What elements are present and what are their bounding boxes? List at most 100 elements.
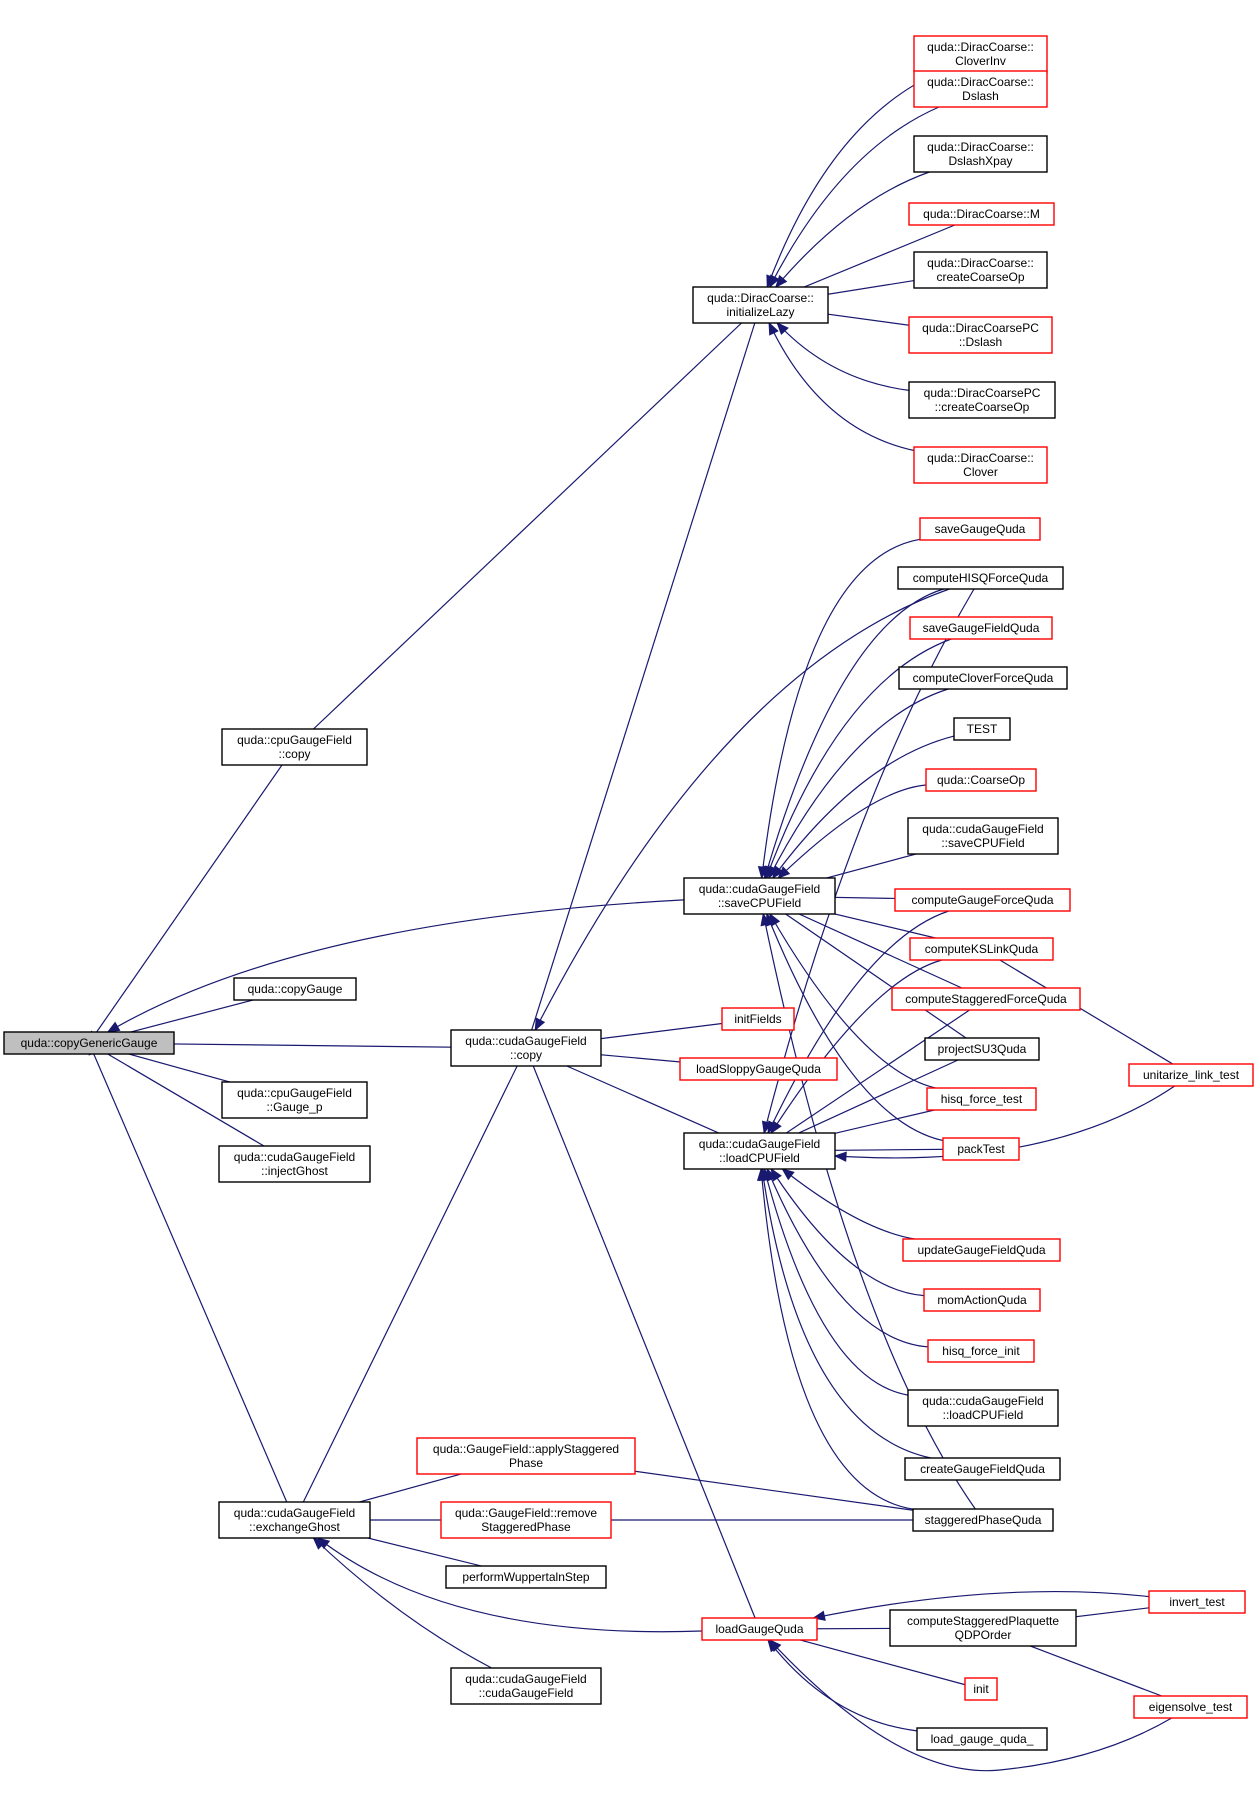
node-label: quda::cpuGaugeField	[237, 733, 352, 747]
node-label: updateGaugeFieldQuda	[917, 1243, 1045, 1257]
node-box	[919, 517, 1041, 541]
edge-line	[88, 1042, 295, 1165]
node-coarseOp[interactable]: quda::CoarseOp	[925, 768, 1037, 792]
node-loadCPU2[interactable]: quda::cudaGaugeField::loadCPUField	[907, 1389, 1059, 1427]
edge-line	[763, 1168, 909, 1396]
node-label: quda::copyGauge	[248, 982, 343, 996]
node-box	[450, 1029, 602, 1067]
node-box	[1128, 1063, 1254, 1087]
node-cloverForce[interactable]: computeCloverForceQuda	[898, 666, 1068, 690]
node-momAction[interactable]: momActionQuda	[923, 1288, 1041, 1312]
node-label: staggeredPhaseQuda	[925, 1513, 1042, 1527]
node-label: computeHISQForceQuda	[913, 571, 1049, 585]
node-label: ::loadCPUField	[719, 1151, 800, 1165]
node-createGaugeField[interactable]: createGaugeFieldQuda	[904, 1457, 1061, 1481]
node-box	[692, 286, 829, 324]
node-hisqForce[interactable]: computeHISQForceQuda	[897, 566, 1064, 590]
node-packTest[interactable]: packTest	[942, 1137, 1020, 1161]
node-label: unitarize_link_test	[1143, 1068, 1240, 1082]
node-pcDslash[interactable]: quda::DiracCoarsePC::Dslash	[908, 316, 1053, 354]
node-cpuGaugeP[interactable]: quda::cpuGaugeField::Gauge_p	[221, 1081, 368, 1119]
node-box	[909, 937, 1054, 961]
node-box	[440, 1501, 612, 1539]
arrowhead	[534, 1017, 546, 1032]
edge-line	[769, 1639, 1173, 1772]
node-box	[908, 202, 1055, 226]
node-createCoarseOp[interactable]: quda::DiracCoarse::createCoarseOp	[913, 251, 1048, 289]
node-wuppertal[interactable]: performWuppertalnStep	[445, 1565, 607, 1589]
edge-line	[293, 1047, 527, 1521]
node-box	[450, 1667, 602, 1705]
node-clover[interactable]: quda::DiracCoarse::Clover	[913, 446, 1048, 484]
node-saveGaugeQuda[interactable]: saveGaugeQuda	[919, 517, 1041, 541]
node-box	[894, 888, 1071, 912]
node-saveCPUField[interactable]: quda::cudaGaugeField::saveCPUField	[683, 877, 836, 915]
arrowhead	[777, 866, 791, 879]
node-box	[1133, 1695, 1248, 1719]
node-label: computeStaggeredForceQuda	[905, 992, 1067, 1006]
node-ksLink[interactable]: computeKSLinkQuda	[909, 937, 1054, 961]
edge-line	[775, 171, 930, 288]
node-hisqInit[interactable]: hisq_force_init	[927, 1339, 1035, 1363]
node-box	[221, 728, 368, 766]
node-eigensolve[interactable]: eigensolve_test	[1133, 1695, 1248, 1719]
node-initFields[interactable]: initFields	[721, 1007, 795, 1031]
edge-line	[294, 304, 761, 748]
node-box	[913, 135, 1048, 173]
node-initializeLazy[interactable]: quda::DiracCoarse::initializeLazy	[692, 286, 829, 324]
node-saveGaugeFieldQuda[interactable]: saveGaugeFieldQuda	[909, 616, 1053, 640]
node-pcCreate[interactable]: quda::DiracCoarsePC::createCoarseOp	[908, 381, 1056, 419]
node-invertTest[interactable]: invert_test	[1148, 1590, 1246, 1614]
node-stagForce[interactable]: computeStaggeredForceQuda	[891, 987, 1081, 1011]
node-hisqTest[interactable]: hisq_force_test	[926, 1087, 1037, 1111]
node-unitarize[interactable]: unitarize_link_test	[1128, 1063, 1254, 1087]
node-copyGenericGauge[interactable]: quda::copyGenericGauge	[3, 1031, 175, 1055]
node-loadGauge_[interactable]: load_gauge_quda_	[916, 1727, 1048, 1751]
node-box	[218, 1145, 371, 1183]
edge-initializeLazy-dslash	[769, 106, 940, 289]
edge-loadCPUField-loadCPU2	[762, 1167, 909, 1396]
node-cpuCopy[interactable]: quda::cpuGaugeField::copy	[221, 728, 368, 766]
node-dslash[interactable]: quda::DiracCoarse::Dslash	[913, 70, 1048, 108]
node-loadSloppy[interactable]: loadSloppyGaugeQuda	[679, 1057, 838, 1081]
edge-line	[525, 304, 762, 1049]
node-updateGauge[interactable]: updateGaugeFieldQuda	[902, 1238, 1061, 1262]
node-cudaCtor[interactable]: quda::cudaGaugeField::cudaGaugeField	[450, 1667, 602, 1705]
node-saveCPU2[interactable]: quda::cudaGaugeField::saveCPUField	[907, 817, 1059, 855]
edge-line	[767, 1639, 918, 1732]
node-cudaCopy[interactable]: quda::cudaGaugeField::copy	[450, 1029, 602, 1067]
node-label: hisq_force_test	[941, 1092, 1023, 1106]
node-box	[902, 1238, 1061, 1262]
node-projectSU3[interactable]: projectSU3Quda	[924, 1037, 1040, 1061]
node-label: projectSU3Quda	[938, 1042, 1027, 1056]
edge-copyGenericGauge-saveCPUField	[106, 899, 685, 1033]
edge-loadCPUField-stagPhase	[756, 1167, 914, 1510]
node-exchangeGhost[interactable]: quda::cudaGaugeField::exchangeGhost	[218, 1501, 371, 1539]
node-box	[926, 1087, 1037, 1111]
node-label: load_gauge_quda_	[931, 1732, 1034, 1746]
arrowhead	[770, 1120, 782, 1135]
node-init[interactable]: init	[964, 1677, 998, 1701]
edge-line	[761, 1168, 932, 1459]
node-stagPhase[interactable]: staggeredPhaseQuda	[912, 1508, 1054, 1532]
node-test[interactable]: TEST	[953, 717, 1011, 741]
nodes-layer: quda::copyGenericGaugequda::cpuGaugeFiel…	[3, 35, 1254, 1751]
node-cloverInv[interactable]: quda::DiracCoarse::CloverInv	[913, 35, 1048, 73]
node-label: quda::cpuGaugeField	[237, 1086, 352, 1100]
node-label: ::exchangeGhost	[249, 1520, 340, 1534]
node-dslashXpay[interactable]: quda::DiracCoarse::DslashXpay	[913, 135, 1048, 173]
node-loadGaugeQuda[interactable]: loadGaugeQuda	[701, 1617, 818, 1641]
node-injectGhost[interactable]: quda::cudaGaugeField::injectGhost	[218, 1145, 371, 1183]
node-loadCPUField[interactable]: quda::cudaGaugeField::loadCPUField	[683, 1132, 836, 1170]
node-gaugeForce[interactable]: computeGaugeForceQuda	[894, 888, 1071, 912]
node-copyGauge[interactable]: quda::copyGauge	[233, 977, 357, 1001]
node-dcM[interactable]: quda::DiracCoarse::M	[908, 202, 1055, 226]
node-box	[912, 1508, 1054, 1532]
edge-line	[759, 998, 987, 1152]
node-label: quda::DiracCoarse::	[927, 40, 1034, 54]
arrowhead	[776, 322, 789, 336]
node-label: ::createCoarseOp	[935, 400, 1030, 414]
